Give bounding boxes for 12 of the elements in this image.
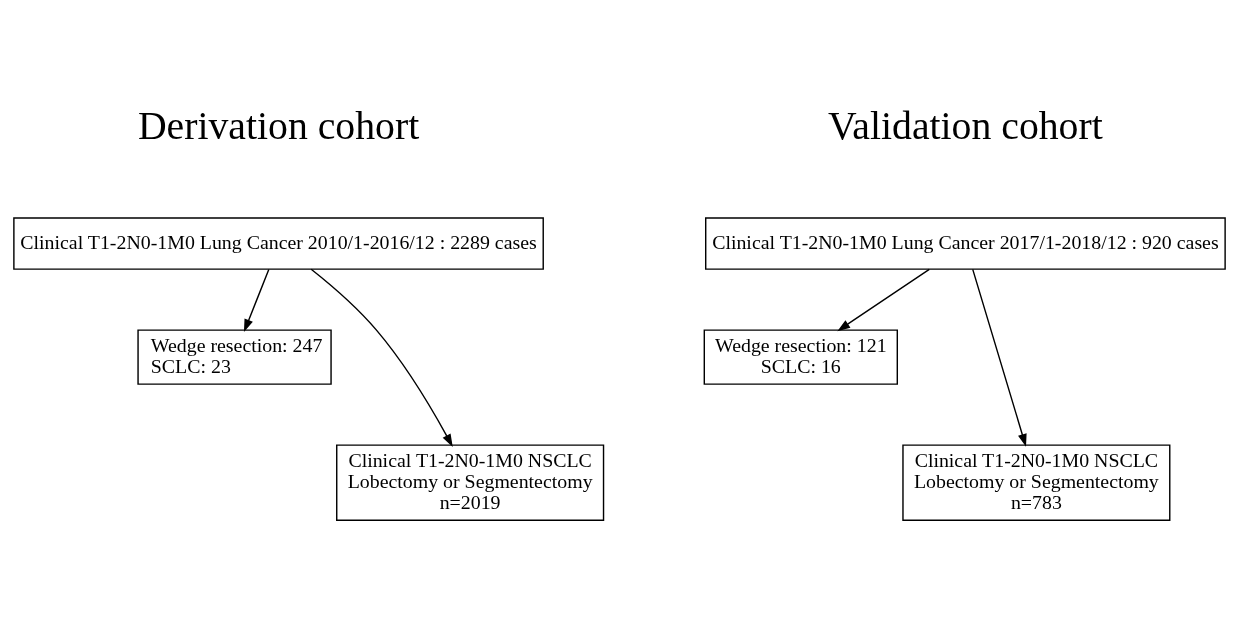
node-box: Clinical T1-2N0-1M0 NSCLC Lobectomy or Segmentectomy n=783	[902, 444, 1171, 522]
node-box: Wedge resection: 121 SCLC: 16	[703, 329, 898, 385]
node-box: Clinical T1-2N0-1M0 Lung Cancer 2010/1-2016/12 : 2289 cases	[13, 217, 544, 270]
node-box: Clinical T1-2N0-1M0 NSCLC Lobectomy or Segmentectomy n=2019	[336, 444, 605, 522]
arrow	[837, 268, 930, 332]
arrow	[310, 268, 453, 447]
label: Validation cohort	[828, 104, 1103, 149]
label: Derivation cohort	[137, 104, 420, 149]
node-box: Clinical T1-2N0-1M0 Lung Cancer 2017/1-2018/12 : 920 cases	[705, 217, 1226, 270]
arrow	[972, 268, 1027, 447]
node-box: Wedge resection: 247 SCLC: 23	[137, 329, 332, 385]
arrow	[243, 268, 270, 333]
